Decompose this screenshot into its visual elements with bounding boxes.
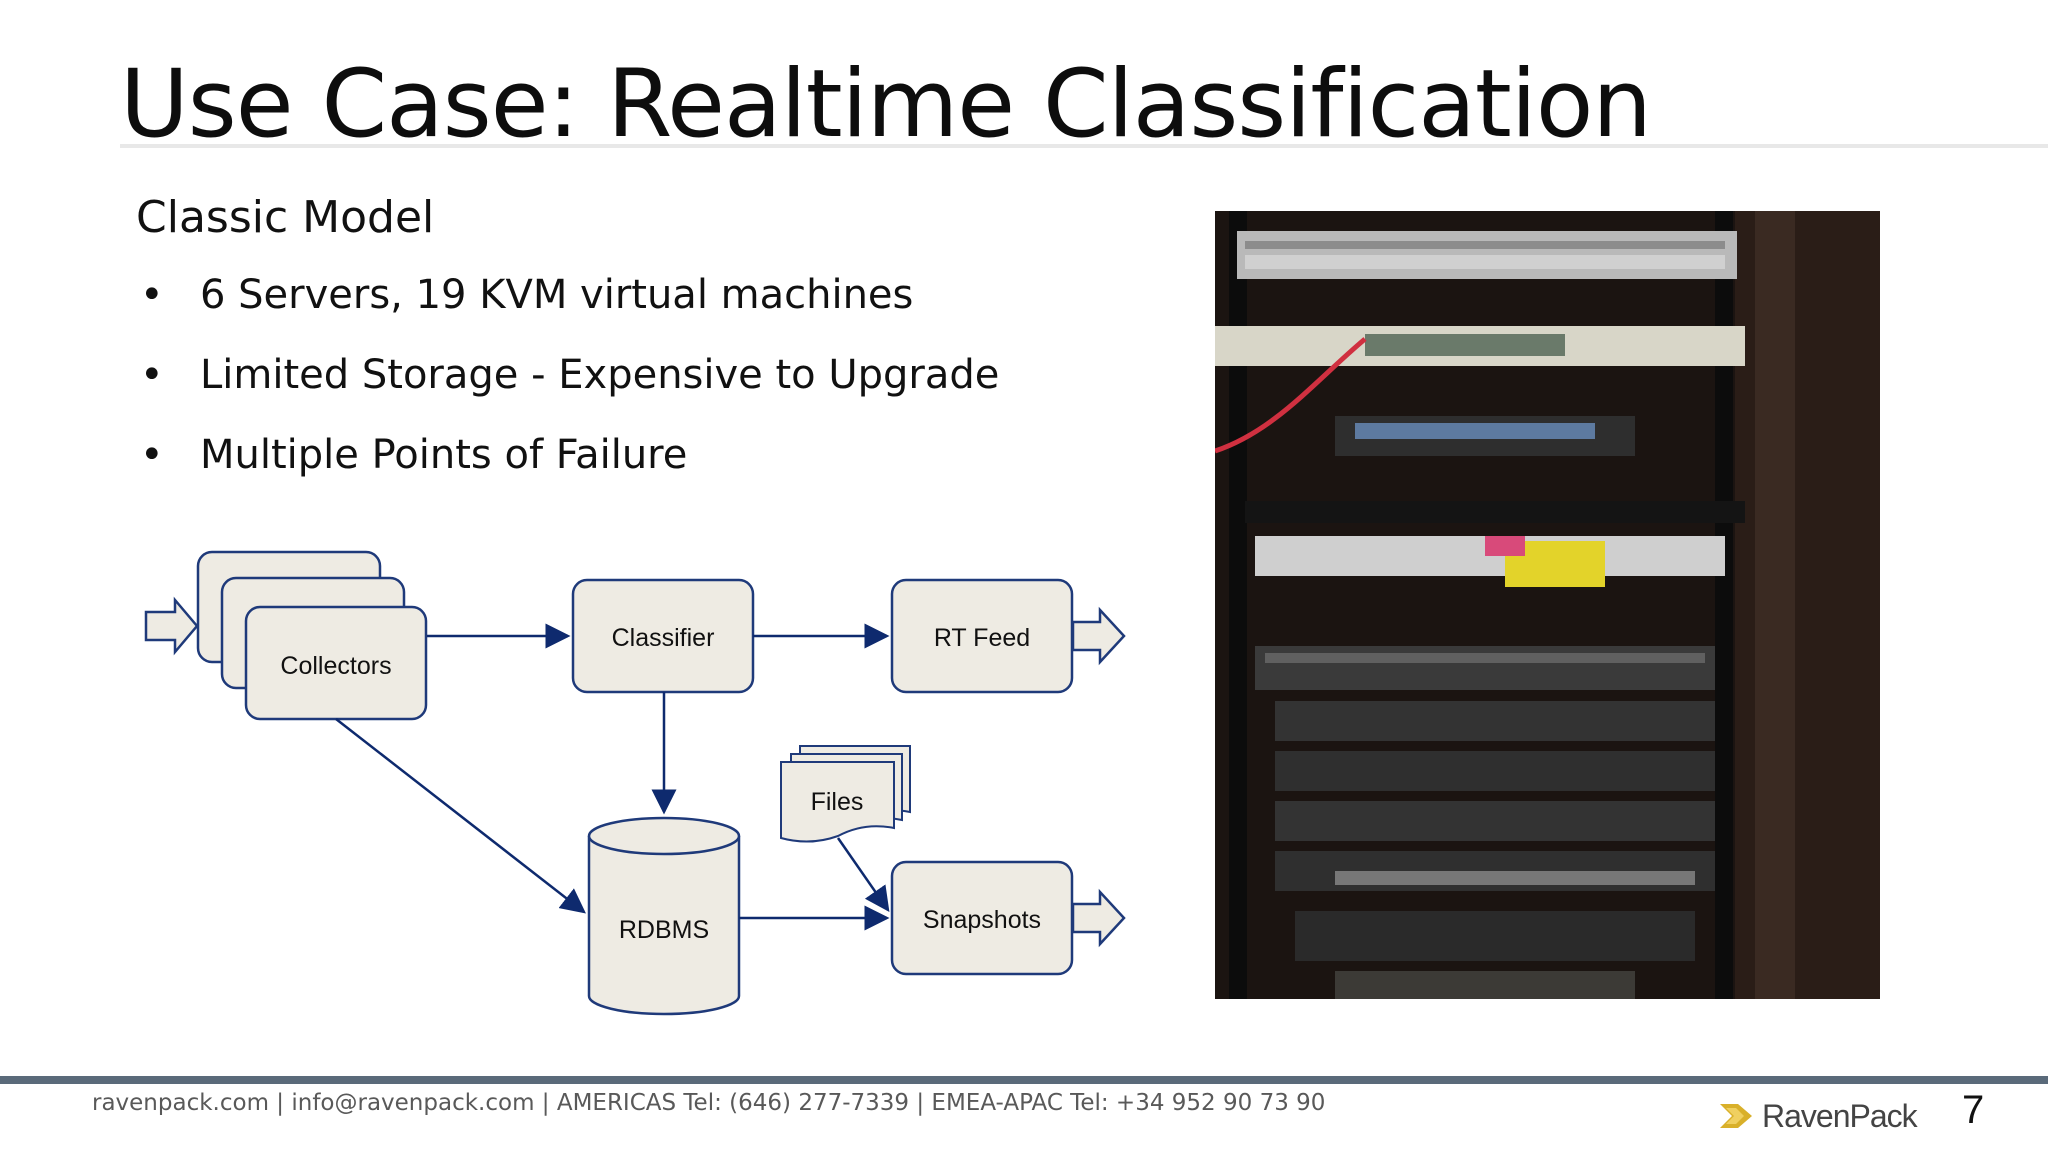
bullet-dot: • [140,352,164,398]
classifier-label: Classifier [612,624,715,652]
bullet-item: • Limited Storage - Expensive to Upgrade [136,352,999,432]
bullet-dot: • [140,432,164,478]
edge-files-snapshots [836,837,890,913]
rdbms-node [587,836,741,1016]
bullet-dot: • [140,272,164,318]
rt-feed-label: RT Feed [934,624,1030,652]
bullet-text: Multiple Points of Failure [200,432,688,478]
files-node [780,761,895,843]
logo-text: RavenPack [1762,1097,1918,1134]
files-label: Files [811,788,864,816]
rt-feed-output-arrow [1071,606,1126,666]
snapshots-label: Snapshots [923,906,1041,934]
edge-collectors-rdbms [335,718,586,914]
rdbms-label: RDBMS [619,916,709,944]
snapshots-output-arrow [1071,888,1126,948]
bullet-item: • 6 Servers, 19 KVM virtual machines [136,272,999,352]
footer-divider [0,1076,2048,1084]
title-divider [120,144,2048,148]
slide-subtitle: Classic Model [136,192,435,243]
footer-contact: ravenpack.com | info@ravenpack.com | AME… [92,1090,1326,1116]
bullet-list: • 6 Servers, 19 KVM virtual machines • Lim… [136,272,999,512]
architecture-diagram: Collectors Classifier RT Feed Files RDBM… [144,550,1126,1016]
bullet-text: 6 Servers, 19 KVM virtual machines [200,272,914,318]
page-number: 7 [1962,1088,1985,1132]
ravenpack-logo-icon [1720,1104,1752,1128]
collectors-label: Collectors [280,652,391,680]
server-rack-photo [1215,211,1880,999]
bullet-item: • Multiple Points of Failure [136,432,999,512]
bullet-text: Limited Storage - Expensive to Upgrade [200,352,1000,398]
rdbms-top [587,816,741,856]
slide-title: Use Case: Realtime Classification [120,50,1652,159]
input-arrow [144,596,199,656]
ravenpack-logo: RavenPack [1718,1094,1918,1138]
